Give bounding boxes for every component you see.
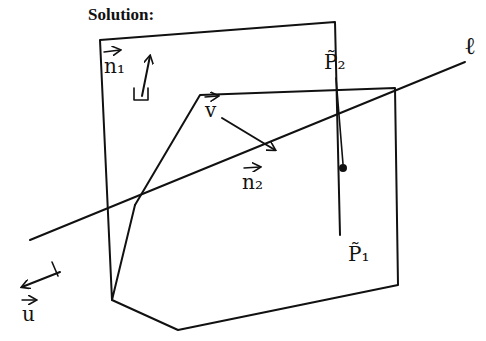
intersection-line [30,62,465,240]
normal-vector [222,118,275,150]
point-dot [340,165,346,171]
vector-bar [104,50,120,52]
direction-vector [22,272,60,287]
heading: Solution: [88,6,154,23]
vector-bar [205,96,218,97]
leader-line [336,78,343,164]
vector-bar [22,299,36,300]
vector-label: u [22,304,35,324]
plane-outline [112,88,398,330]
vector-label: n₁ [104,56,125,76]
vector-label: n₂ [242,172,263,192]
vector-bar [244,167,260,168]
vector-label: v [205,100,216,120]
tick-mark [52,262,58,276]
line-label: ℓ [464,34,476,58]
plane-label: P̃₁ [348,244,369,264]
plane-label: P̃₂ [324,52,345,72]
plane-outline [100,22,340,300]
right-angle-mark [134,88,148,100]
